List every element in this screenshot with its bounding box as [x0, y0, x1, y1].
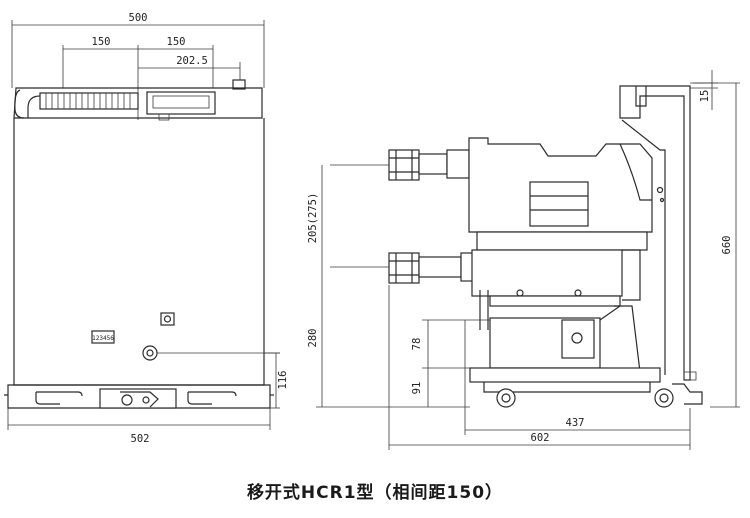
dim-wheel-height: 91 [411, 382, 423, 395]
dim-pole-spacing: 205(275) [307, 193, 319, 244]
rear-wheel [654, 388, 674, 408]
dim-overall-width: 500 [129, 12, 148, 24]
dim-left-span: 150 [92, 36, 111, 48]
dim-offset: 202.5 [176, 55, 208, 67]
dim-overall-depth: 602 [531, 432, 550, 444]
upper-contact-arm [388, 149, 420, 181]
counter-label: 123456 [92, 335, 114, 342]
cable-carrier-ribs [45, 93, 131, 109]
side-view: 15 660 [307, 70, 740, 450]
dim-overall-height: 660 [721, 236, 733, 255]
dim-top-gap: 15 [699, 90, 711, 103]
dim-chassis-depth: 437 [566, 417, 585, 429]
dim-foot-height: 116 [277, 371, 289, 390]
dim-base-width: 502 [131, 433, 150, 445]
indicator-window [160, 312, 175, 326]
dim-chassis-height: 78 [411, 338, 423, 351]
dim-right-span: 150 [167, 36, 186, 48]
operating-socket [142, 345, 158, 361]
racking-mechanism [99, 388, 177, 409]
dim-lower-terminal-height: 280 [307, 329, 319, 348]
front-wheel [496, 388, 516, 408]
operation-counter [91, 330, 115, 344]
lower-contact-arm [388, 252, 420, 284]
front-view: 500 150 150 202.5 [4, 12, 289, 445]
drawing-caption: 移开式HCR1型（相间距150） [246, 483, 504, 503]
